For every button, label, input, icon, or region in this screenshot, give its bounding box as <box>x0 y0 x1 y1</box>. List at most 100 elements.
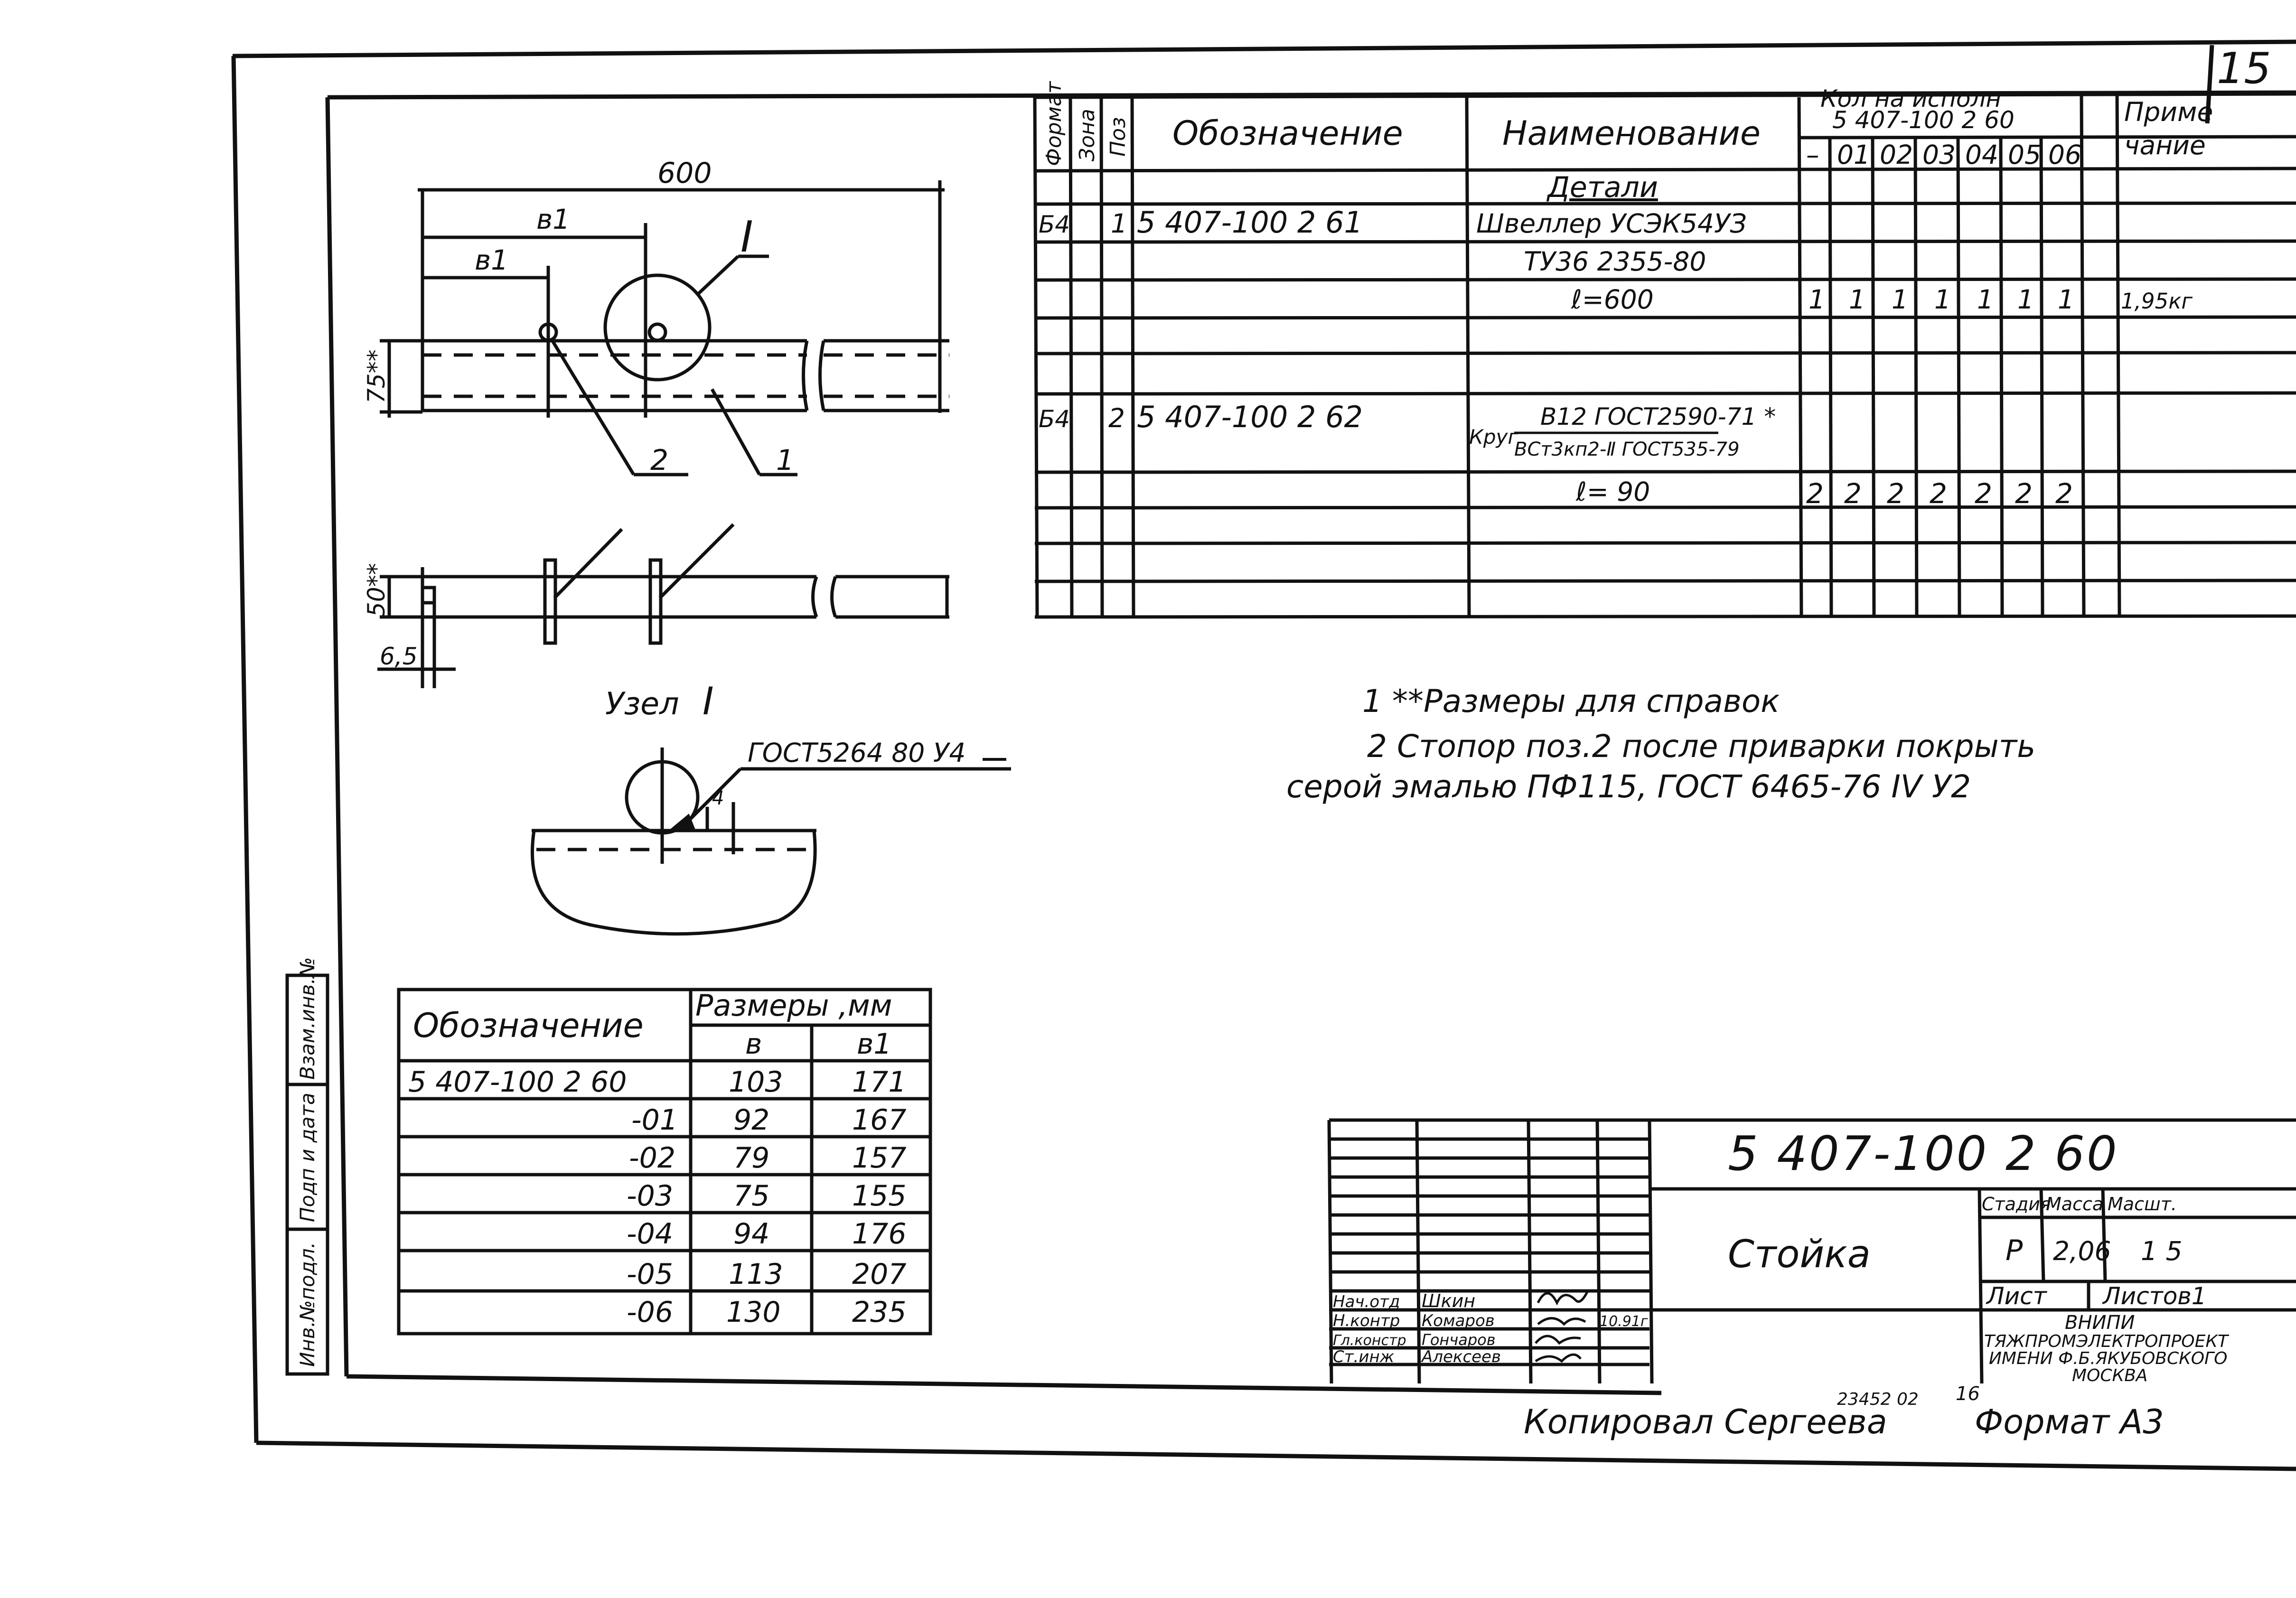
doc-title: Стойка <box>1728 1232 1871 1276</box>
header-note-line1: Приме <box>2124 97 2213 127</box>
row4-designation: 5 407-100 2 62 <box>1137 400 1363 434</box>
spec-table <box>1033 92 2296 619</box>
row1-format: Б4 <box>1039 211 1070 238</box>
row3-note: 1,95кг <box>2121 289 2193 314</box>
row5-name: ℓ= 90 <box>1575 477 1650 507</box>
row3-qty-01: 1 <box>1849 284 1865 315</box>
dim-row-designation: -06 <box>627 1296 673 1329</box>
mass-header: Масса <box>2046 1194 2103 1215</box>
dim-row-b: 103 <box>729 1065 783 1099</box>
sheets-label: Листов1 <box>2102 1282 2207 1310</box>
page-number: 16 <box>1956 1383 1980 1405</box>
mass-value: 2,06 <box>2053 1236 2111 1266</box>
row3-qty-02: 1 <box>1892 284 1908 315</box>
row4-name-top: В12 ГОСТ2590-71 * <box>1540 403 1776 430</box>
header-zone: Зона <box>1075 109 1099 161</box>
dim-row-b1: 171 <box>852 1065 907 1099</box>
name-2: Комаров <box>1422 1311 1495 1330</box>
dim-6-5: 6,5 <box>380 643 418 670</box>
weld-note: ГОСТ5264 80 У4 <box>748 738 965 768</box>
scale-value: 1 5 <box>2141 1236 2182 1266</box>
header-note-line2: чание <box>2124 130 2206 160</box>
header-pos: Поз <box>1106 117 1130 157</box>
qty-col-05: 05 <box>2008 140 2041 170</box>
channel-top-view <box>380 180 949 477</box>
scale-header: Масшт. <box>2108 1194 2177 1215</box>
org-line-4: МОСКВА <box>2072 1366 2147 1385</box>
name-3: Гончаров <box>1422 1331 1496 1349</box>
dim-table-h-b1: в1 <box>857 1028 892 1061</box>
dim-75: 75** <box>363 349 390 403</box>
dim-row-b: 79 <box>733 1141 769 1175</box>
weld-size: 4 <box>712 787 724 809</box>
node-label: Узел <box>605 686 679 722</box>
dim-row-designation: -04 <box>627 1217 673 1251</box>
dim-row-b: 75 <box>733 1179 769 1213</box>
header-qty-line1: Кол на исполн <box>1820 85 2001 112</box>
position-2-label: 2 <box>650 444 668 477</box>
row1-pos: 1 <box>1111 208 1127 239</box>
org-line-1: ВНИПИ <box>2065 1312 2135 1334</box>
header-format: Формат <box>1042 81 1066 166</box>
header-name: Наименование <box>1502 114 1761 153</box>
dim-50: 50** <box>363 563 390 617</box>
dim-row-designation: 5 407-100 2 60 <box>408 1065 627 1099</box>
qty-col-04: 04 <box>1965 140 1998 170</box>
row5-qty-04: 2 <box>1975 477 1992 510</box>
header-qty-line2: 5 407-100 2 60 <box>1832 106 2015 134</box>
row3-qty-03: 1 <box>1934 284 1951 315</box>
row4-name-bottom: ВСт3кп2-Ⅱ ГОСТ535-79 <box>1514 439 1740 460</box>
stage-header: Стадия <box>1982 1194 2051 1215</box>
role-2: Н.контр <box>1333 1311 1400 1330</box>
dim-row-designation: -01 <box>631 1103 678 1137</box>
doc-number: 5 407-100 2 60 <box>1728 1126 2119 1181</box>
row1-designation: 5 407-100 2 61 <box>1137 205 1363 240</box>
row3-name: ℓ=600 <box>1571 284 1654 315</box>
stamp-inv-podl: Инв.№подл. <box>296 1242 319 1367</box>
qty-col-02: 02 <box>1880 140 1913 170</box>
archive-code: 23452 02 <box>1837 1390 1919 1409</box>
dim-row-b1: 235 <box>852 1296 907 1329</box>
section-details: Детали <box>1546 171 1658 204</box>
dim-table-h-b: в <box>745 1028 762 1061</box>
node-detail <box>531 748 1011 936</box>
note-2: 2 Стопор поз.2 после приварки покрыть <box>1367 728 2035 765</box>
signatures <box>1535 1290 1589 1363</box>
dim-600: 600 <box>657 157 712 190</box>
row5-qty-05: 2 <box>2015 477 2033 510</box>
name-1: Шкин <box>1422 1290 1475 1311</box>
dim-row-b1: 155 <box>852 1179 907 1213</box>
row3-qty-base: 1 <box>1809 284 1825 315</box>
row3-qty-04: 1 <box>1977 284 1994 315</box>
callout-I: I <box>740 212 753 262</box>
dim-table-h-designation: Обозначение <box>413 1006 644 1045</box>
row3-qty-06: 1 <box>2058 284 2074 315</box>
dim-row-designation: -05 <box>627 1258 673 1291</box>
row5-qty-02: 2 <box>1887 477 1904 510</box>
dim-row-b: 113 <box>729 1258 783 1291</box>
row5-qty-base: 2 <box>1806 477 1824 510</box>
note-1: 1 **Размеры для справок <box>1362 683 1780 720</box>
dim-b1-top: в1 <box>536 203 570 235</box>
row5-qty-03: 2 <box>1930 477 1947 510</box>
header-designation: Обозначение <box>1172 114 1403 153</box>
qty-col-03: 03 <box>1922 140 1956 170</box>
dim-row-b1: 207 <box>852 1258 907 1291</box>
role-3: Гл.констр <box>1333 1332 1406 1349</box>
corner-mark: 15 <box>2217 44 2271 93</box>
row5-qty-01: 2 <box>1844 477 1862 510</box>
dim-row-b: 94 <box>733 1217 769 1251</box>
qty-col-base: – <box>1806 140 1819 170</box>
row1-name: Швеллер УСЭК54УЗ <box>1476 208 1747 239</box>
dim-row-designation: -03 <box>627 1179 673 1213</box>
side-stamp <box>285 973 329 1376</box>
row5-qty-06: 2 <box>2055 477 2073 510</box>
copied-by: Копировал Сергеева <box>1524 1402 1887 1441</box>
position-1-label: 1 <box>776 444 794 477</box>
qty-col-01: 01 <box>1837 140 1870 170</box>
dim-row-designation: -02 <box>629 1141 675 1175</box>
title-block <box>1327 1118 2296 1384</box>
note-2-cont: серой эмалью ПФ115, ГОСТ 6465-76 IV У2 <box>1286 768 1971 805</box>
dim-row-b1: 157 <box>852 1141 907 1175</box>
